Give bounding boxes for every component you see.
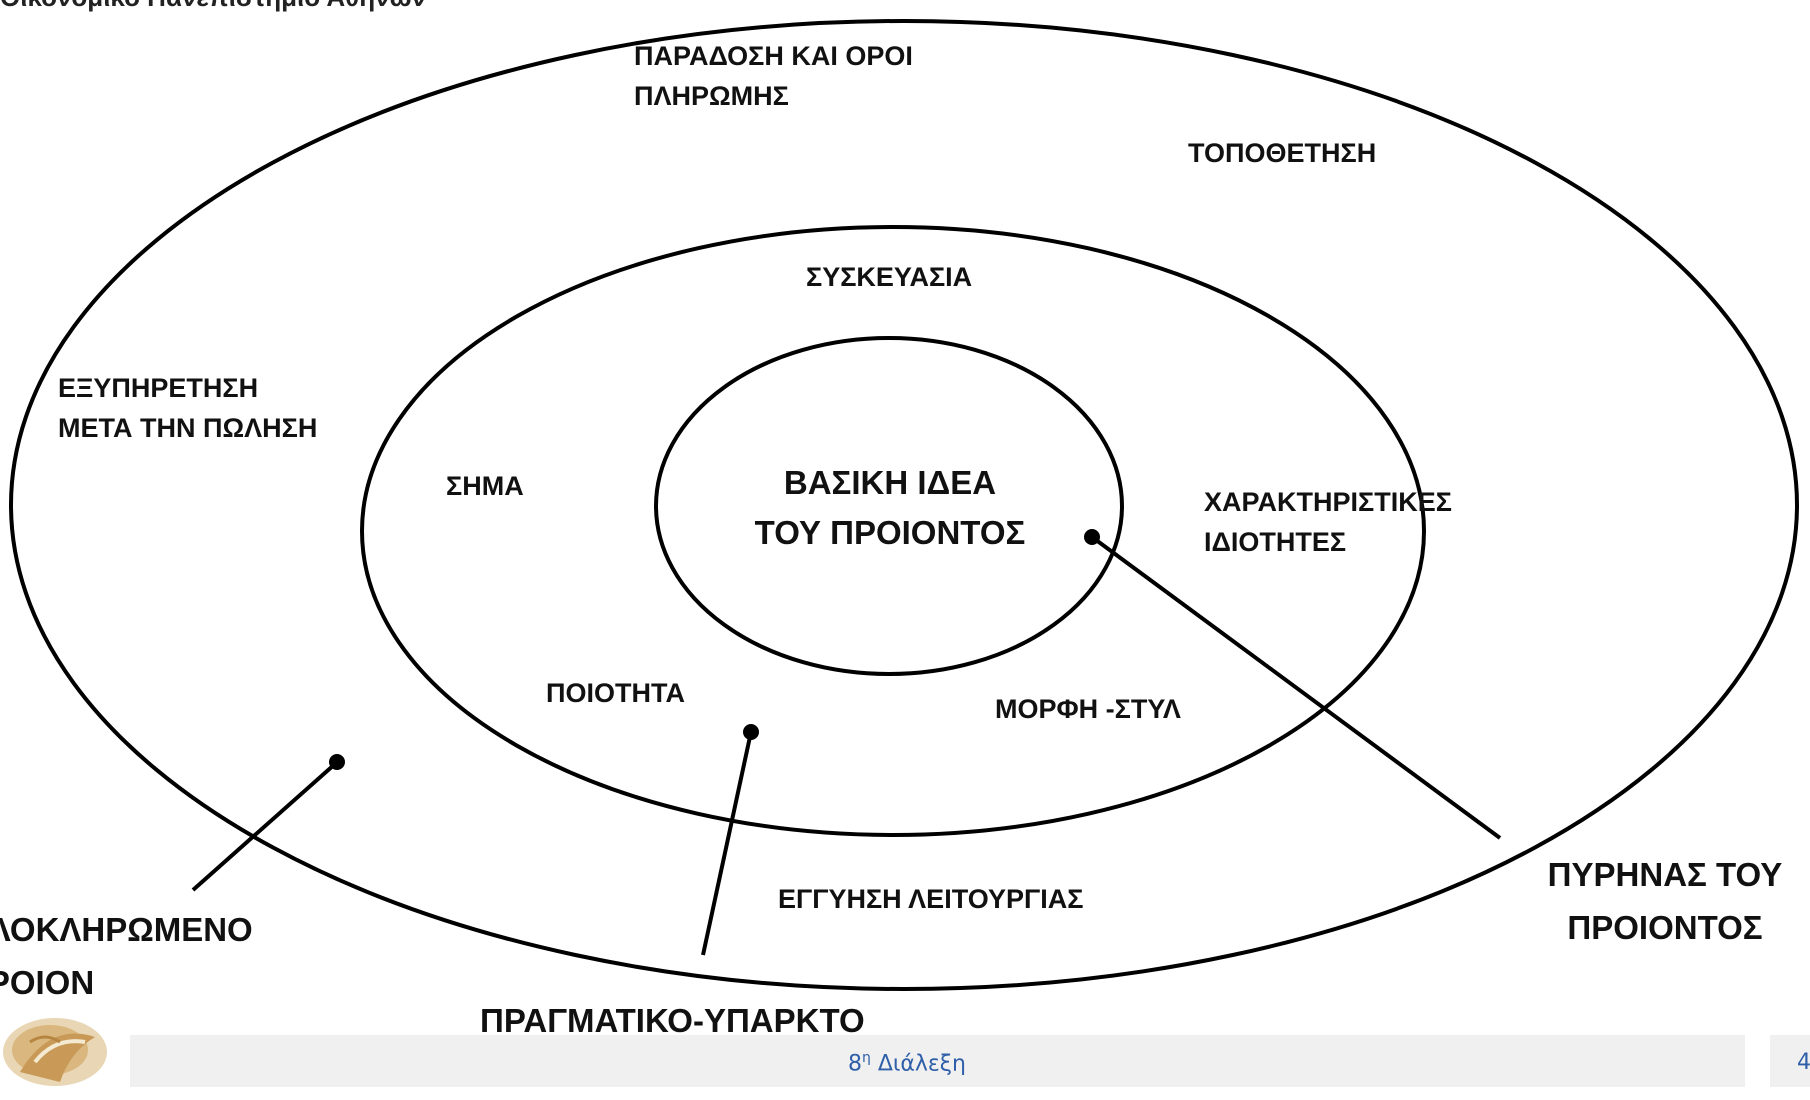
actual-pointer-line <box>701 731 753 956</box>
label-features-line2: ΙΔΙΟΤΗΤΕΣ <box>1204 527 1347 557</box>
label-quality: ΠΟΙΟΤΗΤΑ <box>546 678 685 708</box>
augmented-pointer-dot <box>329 754 345 770</box>
actual-pointer-dot <box>743 724 759 740</box>
lecture-label: 8η Διάλεξη <box>848 1050 966 1076</box>
label-core-product: ΠΥΡΗΝΑΣ ΤΟΥ ΠΡΟΙΟΝΤΟΣ <box>1535 848 1795 954</box>
label-core-idea: ΒΑΣΙΚΗ ΙΔΕΑ ΤΟΥ ΠΡΟΙΟΝΤΟΣ <box>735 458 1045 558</box>
page-number: 4 <box>1797 1050 1810 1075</box>
footer-bar <box>130 1035 1745 1087</box>
label-service-line2: ΜΕΤΑ ΤΗΝ ΠΩΛΗΣΗ <box>58 413 318 443</box>
university-name: Οικονομικό Πανεπιστήμιο Αθηνών <box>0 0 426 13</box>
label-augmented-line2: ΠΡΟΙΟΝ <box>0 964 95 1001</box>
outer-ellipse <box>9 19 1799 991</box>
inner-ellipse <box>654 336 1124 676</box>
label-warranty: ΕΓΓΥΗΣΗ ΛΕΙΤΟΥΡΓΙΑΣ <box>778 884 1084 914</box>
label-delivery-terms: ΠΑΡΑΔΟΣΗ ΚΑΙ ΟΡΟΙ ΠΛΗΡΩΜΗΣ <box>634 36 913 116</box>
label-features: ΧΑΡΑΚΤΗΡΙΣΤΙΚΕΣ ΙΔΙΟΤΗΤΕΣ <box>1204 482 1452 562</box>
label-placement: ΤΟΠΟΘΕΤΗΣΗ <box>1188 138 1377 168</box>
core-pointer-line <box>1090 535 1502 840</box>
label-delivery-line2: ΠΛΗΡΩΜΗΣ <box>634 81 789 111</box>
lecture-word: Διάλεξη <box>870 1051 966 1077</box>
label-delivery-line1: ΠΑΡΑΔΟΣΗ ΚΑΙ ΟΡΟΙ <box>634 41 913 71</box>
footer-page-box <box>1770 1035 1810 1087</box>
core-pointer-dot <box>1084 529 1100 545</box>
label-packaging: ΣΥΣΚΕΥΑΣΙΑ <box>806 262 973 292</box>
label-features-line1: ΧΑΡΑΚΤΗΡΙΣΤΙΚΕΣ <box>1204 487 1452 517</box>
augmented-pointer-line <box>191 762 337 892</box>
label-after-sales-service: ΕΞΥΠΗΡΕΤΗΣΗ ΜΕΤΑ ΤΗΝ ΠΩΛΗΣΗ <box>58 368 317 448</box>
label-core-product-line2: ΠΡΟΙΟΝΤΟΣ <box>1567 909 1763 946</box>
label-service-line1: ΕΞΥΠΗΡΕΤΗΣΗ <box>58 373 259 403</box>
label-style: ΜΟΡΦΗ -ΣΤΥΛ <box>995 694 1181 724</box>
lecture-ordinal: η <box>862 1050 871 1066</box>
university-logo-icon <box>3 1018 107 1086</box>
label-core-line2: ΤΟΥ ΠΡΟΙΟΝΤΟΣ <box>754 514 1026 551</box>
label-augmented-product: ΟΛΟΚΛΗΡΩΜΕΝΟ ΠΡΟΙΟΝ <box>0 903 253 1009</box>
label-core-product-line1: ΠΥΡΗΝΑΣ ΤΟΥ <box>1547 856 1783 893</box>
label-actual-line1: ΠΡΑΓΜΑΤΙΚΟ-ΥΠΑΡΚΤΟ <box>480 1002 865 1039</box>
middle-ellipse <box>360 225 1426 837</box>
lecture-number: 8 <box>848 1051 862 1077</box>
label-core-line1: ΒΑΣΙΚΗ ΙΔΕΑ <box>783 464 997 501</box>
label-augmented-line1: ΟΛΟΚΛΗΡΩΜΕΝΟ <box>0 911 253 948</box>
label-brand: ΣΗΜΑ <box>446 471 524 501</box>
